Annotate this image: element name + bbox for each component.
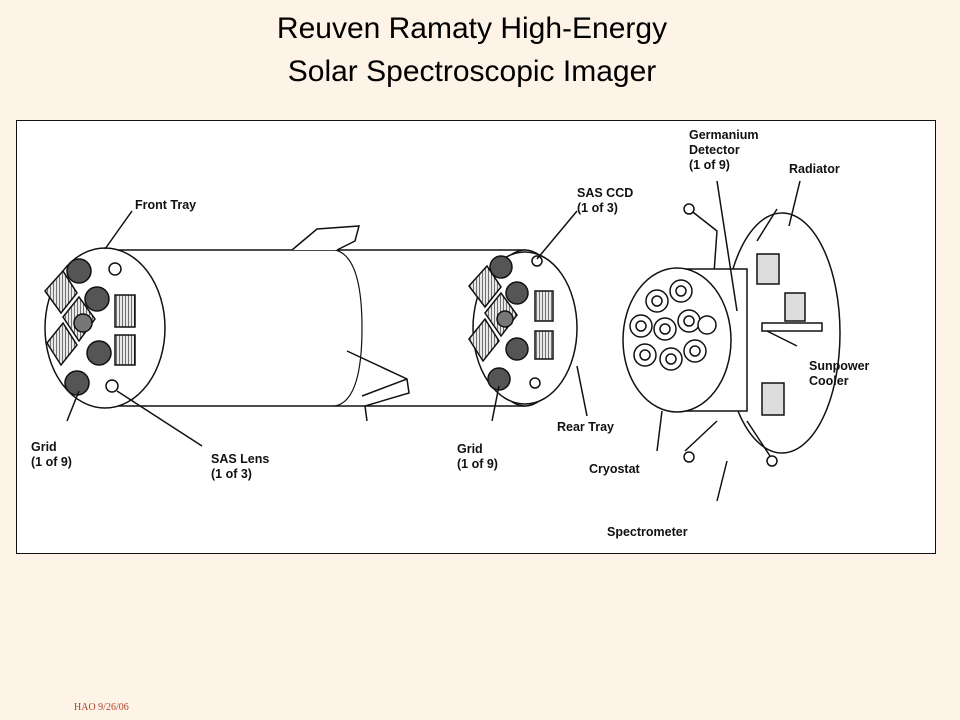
instrument-diagram: Front Tray SAS CCD (1 of 3) Germanium De… (16, 120, 936, 554)
label-sunpower-2: Cooler (809, 374, 849, 388)
page-title: Reuven Ramaty High-Energy (276, 12, 668, 45)
label-grid-rear: Grid (457, 442, 483, 456)
label-front-tray: Front Tray (135, 198, 196, 212)
rear-tray (468, 251, 578, 405)
label-grid-front-count: (1 of 9) (31, 455, 72, 469)
label-sas-ccd: SAS CCD (577, 186, 633, 200)
label-grid-rear-count: (1 of 9) (457, 457, 498, 471)
label-germanium-2: Detector (689, 143, 740, 157)
diagram-svg: Front Tray SAS CCD (1 of 3) Germanium De… (31, 128, 870, 539)
label-sas-lens: SAS Lens (211, 452, 269, 466)
label-grid-front: Grid (31, 440, 57, 454)
label-sas-lens-count: (1 of 3) (211, 467, 252, 481)
label-germanium-1: Germanium (689, 128, 758, 142)
label-sas-ccd-count: (1 of 3) (577, 201, 618, 215)
footer-date: HAO 9/26/06 (74, 702, 129, 713)
label-spectrometer: Spectrometer (607, 525, 688, 539)
label-sunpower-1: Sunpower (809, 359, 870, 373)
label-germanium-count: (1 of 9) (689, 158, 730, 172)
label-rear-tray: Rear Tray (557, 420, 614, 434)
front-tray (44, 247, 166, 409)
leader-lines (66, 180, 801, 502)
label-radiator: Radiator (789, 162, 840, 176)
label-cryostat: Cryostat (589, 462, 641, 476)
spectrometer (622, 203, 841, 467)
page-subtitle: Solar Spectroscopic Imager (287, 55, 657, 88)
